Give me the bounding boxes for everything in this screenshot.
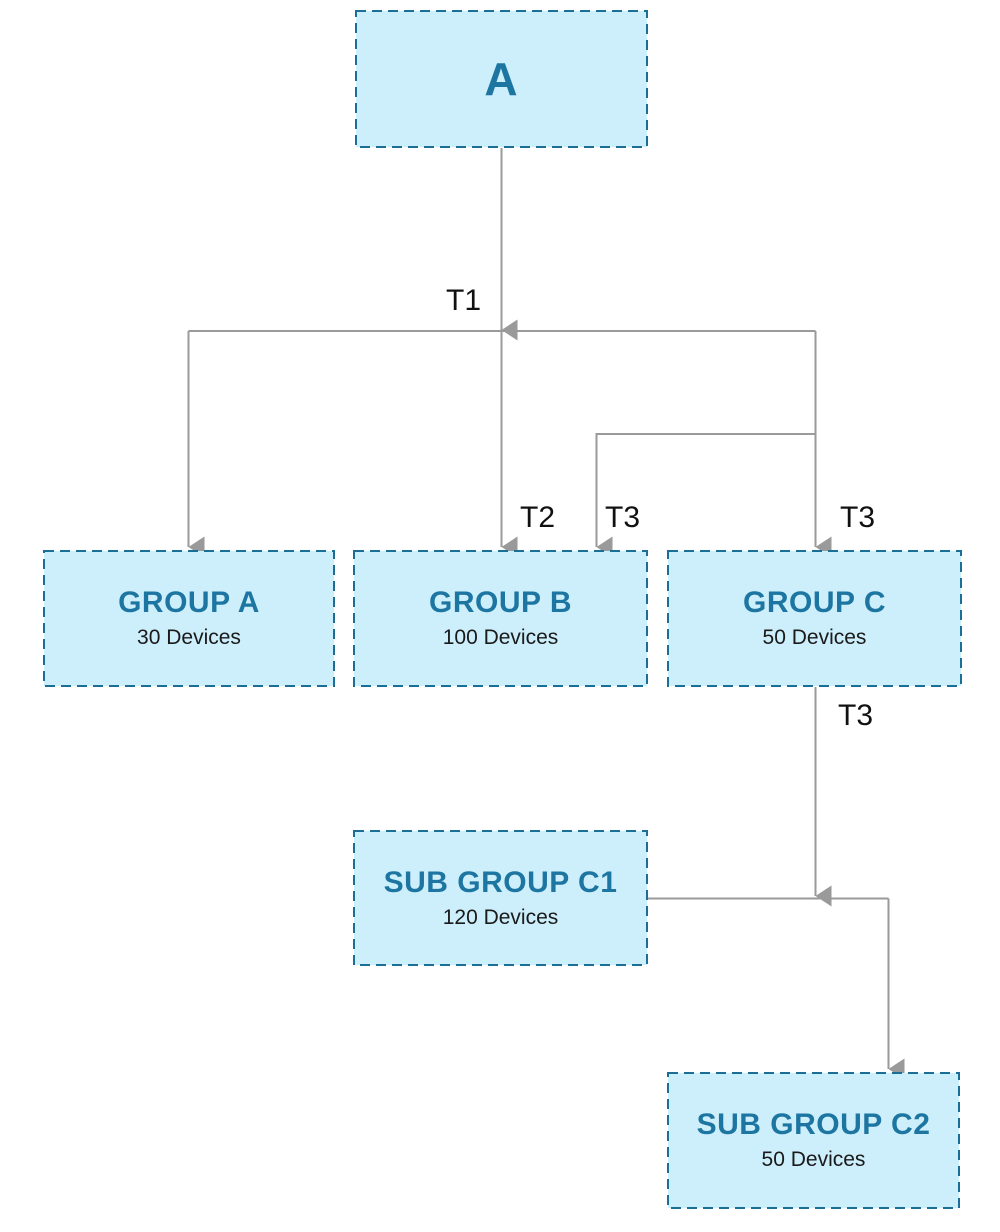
- node-sub-group-c1-subtitle: 120 Devices: [442, 905, 559, 929]
- node-group-c-box: [667, 550, 962, 687]
- node-sub-group-c2-subtitle: 50 Devices: [761, 1148, 866, 1172]
- node-root: A: [356, 11, 647, 147]
- edge-label-t3-group-c: T3: [840, 501, 876, 534]
- node-group-c: GROUP C 50 Devices: [668, 551, 961, 686]
- edge-branch-to-group-b: [595, 433, 816, 558]
- node-root-box: [355, 10, 648, 148]
- node-group-b: GROUP B 100 Devices: [354, 551, 647, 686]
- edge-label-t3-group-b: T3: [605, 501, 641, 534]
- node-sub-group-c2: SUB GROUP C2 50 Devices: [668, 1073, 959, 1208]
- node-group-b-box: [353, 550, 648, 687]
- node-sub-group-c2-box: [667, 1072, 960, 1209]
- node-sub-group-c1: SUB GROUP C1 120 Devices: [354, 831, 647, 965]
- node-sub-group-c1-box: [353, 830, 648, 966]
- edge-label-t2: T2: [520, 501, 556, 534]
- node-group-b-subtitle: 100 Devices: [442, 626, 559, 650]
- node-group-a-box: [43, 550, 335, 687]
- node-group-c-title: GROUP C: [743, 586, 886, 620]
- node-group-b-title: GROUP B: [429, 586, 572, 620]
- node-group-a: GROUP A 30 Devices: [44, 551, 334, 686]
- node-group-a-subtitle: 30 Devices: [137, 626, 241, 650]
- node-sub-group-c1-title: SUB GROUP C1: [383, 865, 618, 899]
- edge-label-t3-sub-group: T3: [838, 699, 874, 732]
- node-sub-group-c2-title: SUB GROUP C2: [696, 1108, 931, 1142]
- node-group-c-subtitle: 50 Devices: [762, 626, 867, 650]
- edge-label-t1: T1: [446, 284, 482, 317]
- node-group-a-title: GROUP A: [118, 586, 260, 620]
- node-root-title: A: [484, 52, 519, 105]
